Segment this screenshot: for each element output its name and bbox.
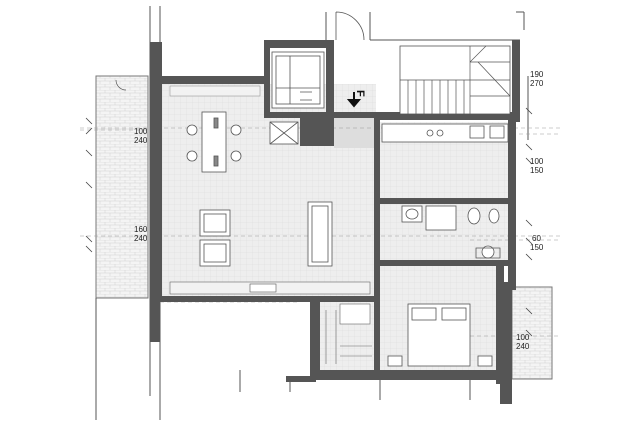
stair [399, 45, 511, 115]
walls [150, 40, 520, 404]
closet-rail [325, 303, 372, 364]
marker-label: F [354, 90, 366, 97]
dim-win-living-1: 100 240 [134, 127, 148, 145]
dim-bottom-label: 150 [530, 243, 544, 252]
dim-bottom-label: 240 [134, 136, 148, 145]
entry-door [335, 11, 365, 41]
dim-win-kitchen: 100 150 [530, 157, 544, 175]
dim-bottom-label: 150 [530, 166, 544, 175]
kitchen-counter [381, 123, 509, 143]
dim-bottom-label: 240 [134, 234, 148, 243]
dim-bottom-label: 240 [516, 342, 530, 351]
dim-win-bedroom: 100 240 [516, 333, 530, 351]
entry-floor [334, 118, 376, 148]
dining-table [186, 111, 242, 173]
dim-top-label: 190 [530, 70, 544, 79]
dim-top-label: 160 [134, 225, 148, 234]
dim-top-label: 100 [516, 333, 530, 342]
dim-win-bath: 60 150 [530, 234, 544, 252]
orientation-marker: F [346, 90, 366, 108]
tv-unit [249, 283, 277, 293]
elevator [269, 51, 325, 145]
terrace-door-arc [115, 79, 127, 91]
bed [387, 303, 493, 367]
bath-fixtures [401, 205, 501, 259]
sofa-set [199, 201, 333, 267]
dim-win-living-2: 160 240 [134, 225, 148, 243]
dim-top-label: 100 [134, 127, 148, 136]
dim-bottom-label: 270 [530, 79, 544, 88]
dim-top-label: 60 [532, 234, 541, 243]
right-balcony [511, 286, 553, 380]
living-top-unit [169, 85, 261, 97]
dim-top-label: 100 [530, 157, 544, 166]
window-markers [85, 107, 533, 337]
dim-win-stair: 190 270 [530, 70, 544, 88]
arrow-down-icon [346, 92, 362, 108]
left-terrace [95, 75, 149, 299]
